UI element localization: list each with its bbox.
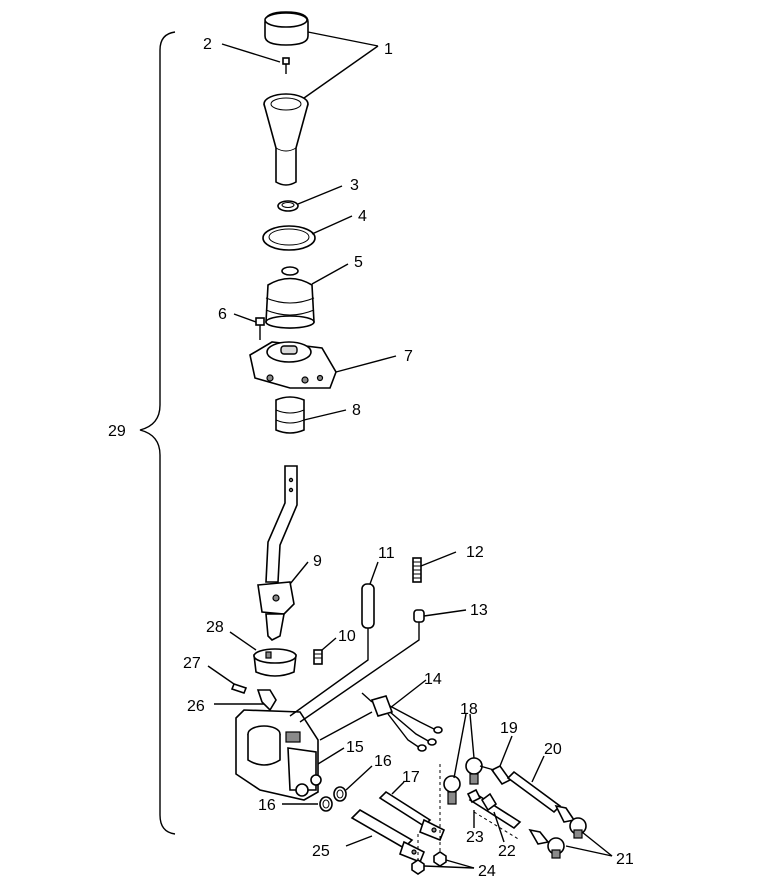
- label-part-9: 9: [313, 553, 322, 570]
- label-part-15: 15: [346, 739, 364, 756]
- part-ball-joint-upper: [465, 757, 483, 785]
- label-part-1: 1: [384, 41, 393, 58]
- label-part-14: 14: [424, 671, 442, 688]
- label-part-20: 20: [544, 741, 562, 758]
- part-small-screw: [282, 57, 290, 74]
- part-nut-right: [433, 851, 447, 867]
- part-detent-lever: [256, 689, 277, 712]
- part-shaft-lower: [350, 809, 426, 864]
- label-part-27: 27: [183, 655, 201, 672]
- part-rod-end-upper: [554, 804, 587, 839]
- label-part-16-lower: 16: [258, 797, 276, 814]
- part-set-screw: [313, 649, 323, 665]
- part-spring: [412, 557, 422, 583]
- part-shaft-upper: [378, 790, 446, 842]
- label-part-2: 2: [203, 36, 212, 53]
- part-small-ring: [277, 200, 299, 212]
- part-linkage-pin: [289, 583, 375, 717]
- part-large-ring: [262, 225, 316, 251]
- assembly-brace: [139, 31, 176, 835]
- label-part-6: 6: [218, 306, 227, 323]
- label-part-11: 11: [378, 545, 395, 562]
- part-rod-end-lower: [528, 828, 565, 859]
- part-boot-bellows: [265, 266, 315, 329]
- part-switch: [319, 692, 443, 752]
- label-part-4: 4: [358, 208, 367, 225]
- label-part-28: 28: [206, 619, 224, 636]
- label-part-3: 3: [350, 177, 359, 194]
- label-part-17: 17: [402, 769, 420, 786]
- part-jam-nut: [466, 788, 482, 804]
- part-pin: [230, 683, 248, 694]
- label-part-23: 23: [466, 829, 484, 846]
- part-shift-knob: [263, 93, 309, 186]
- label-part-16-upper: 16: [374, 753, 392, 770]
- label-part-21: 21: [616, 851, 634, 868]
- label-part-13: 13: [470, 602, 488, 619]
- label-part-12: 12: [466, 544, 484, 561]
- label-part-19: 19: [500, 720, 518, 737]
- label-part-22: 22: [498, 843, 516, 860]
- label-part-25: 25: [312, 843, 330, 860]
- label-part-5: 5: [354, 254, 363, 271]
- part-labels: 1 2 3 4 5 6 7 8 9 10 11 12 13 14 15 16 1…: [108, 36, 634, 880]
- part-housing: [235, 709, 322, 801]
- label-part-10: 10: [338, 628, 356, 645]
- part-bolt: [255, 317, 265, 340]
- label-part-26: 26: [187, 698, 205, 715]
- part-shift-lever: [257, 465, 298, 641]
- part-ball-joint-lower: [443, 775, 461, 805]
- label-part-24: 24: [478, 863, 496, 880]
- part-nut-left: [411, 859, 425, 875]
- part-mounting-plate: [249, 341, 337, 389]
- label-part-18: 18: [460, 701, 478, 718]
- part-plunger: [299, 609, 425, 723]
- part-rod-lower: [468, 792, 522, 830]
- part-seal-lower: [319, 796, 333, 812]
- label-part-29: 29: [108, 423, 126, 440]
- part-bushing-stack: [275, 396, 305, 434]
- label-part-7: 7: [404, 348, 413, 365]
- part-seal-upper: [333, 786, 347, 802]
- part-adjuster: [479, 764, 512, 786]
- part-knob-cap: [264, 11, 309, 46]
- part-collar: [253, 648, 297, 677]
- leader-lines: [207, 31, 613, 869]
- label-part-8: 8: [352, 402, 361, 419]
